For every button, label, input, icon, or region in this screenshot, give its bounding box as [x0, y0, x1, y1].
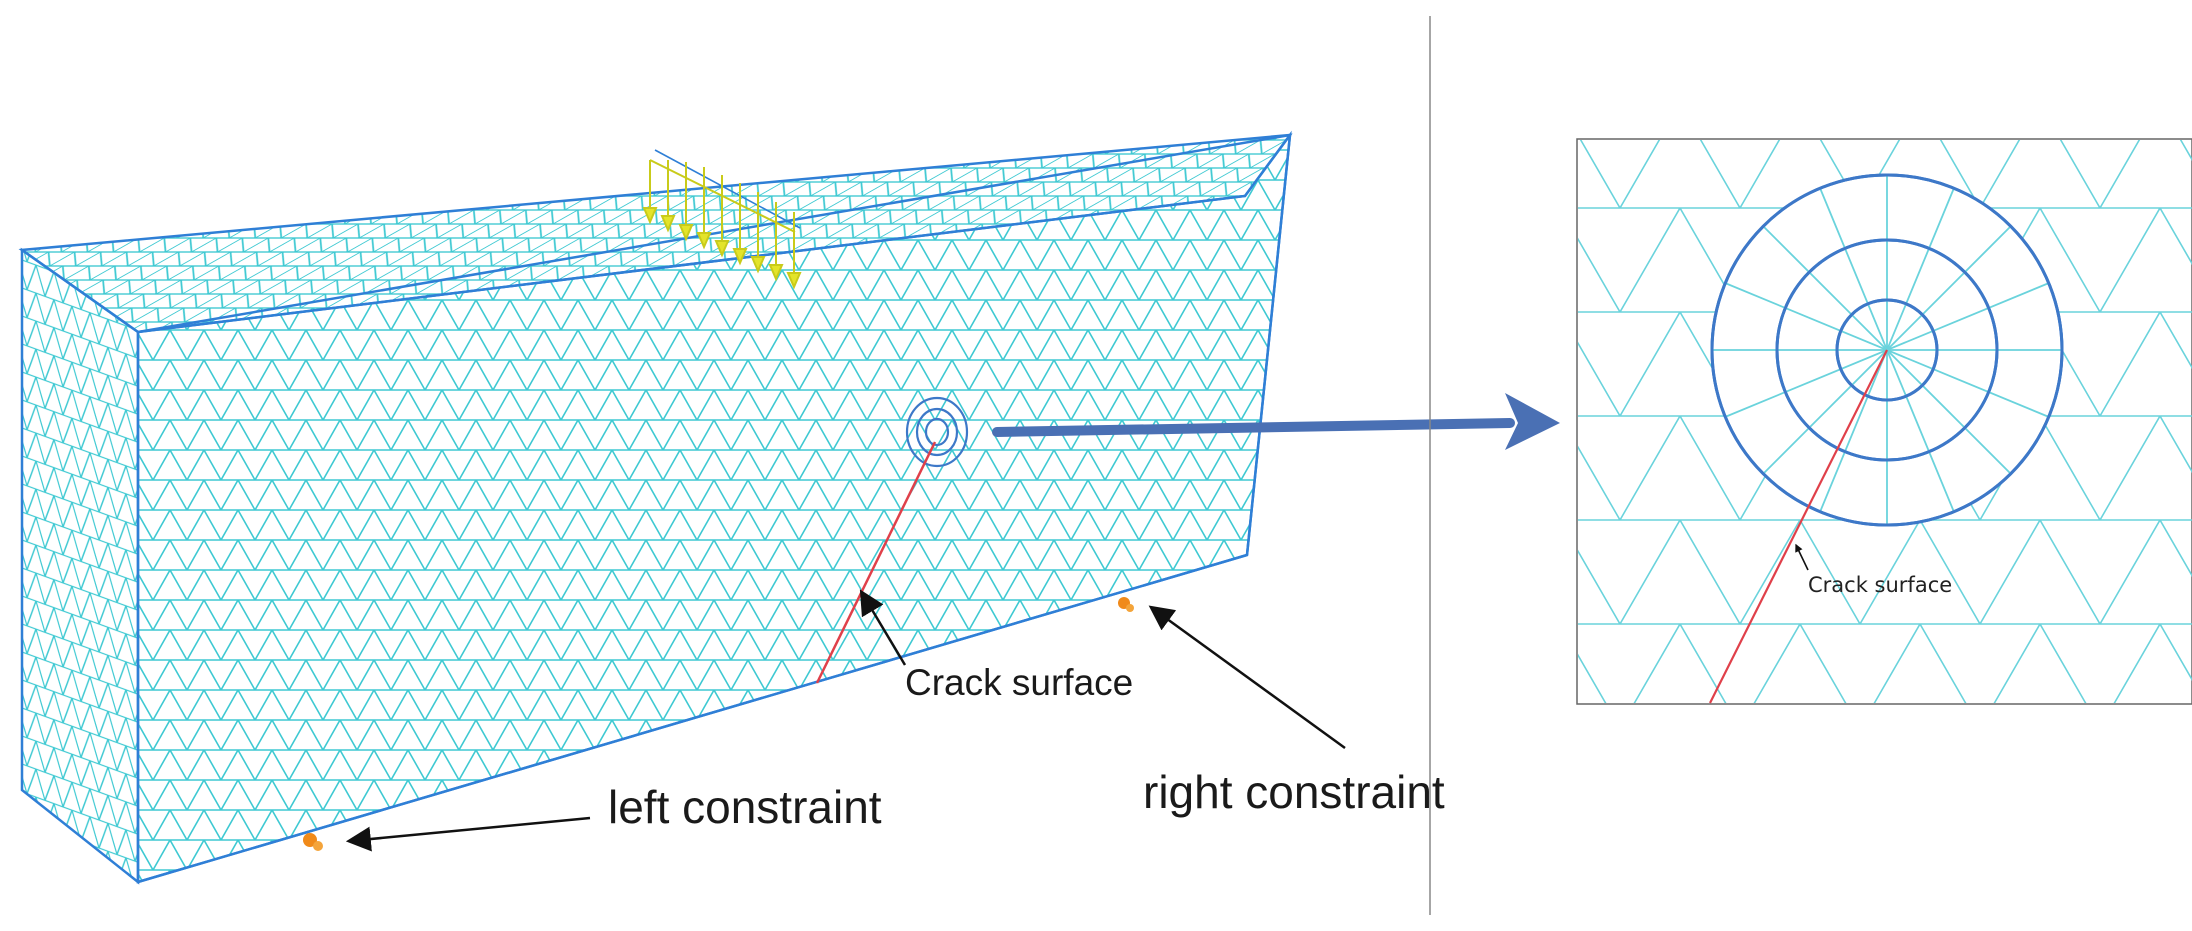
zoom-panel: Crack surface [1576, 138, 2192, 705]
mesh-block [18, 130, 1293, 885]
right-constraint-arrow [1148, 605, 1346, 750]
block-left-face [20, 247, 140, 885]
crack-line [815, 441, 937, 684]
left-constraint-arrow [345, 816, 591, 852]
crack-surface-arrow [859, 589, 907, 666]
left-constraint-marker [303, 833, 323, 851]
zoom-arrow [992, 393, 1560, 450]
zoom-crack-arrow [1795, 543, 1809, 571]
right-constraint-label: right constraint [1143, 766, 1445, 818]
zoom-crack-line [1709, 349, 1888, 704]
right-constraint-marker [1118, 597, 1134, 612]
crack-surface-label: Crack surface [905, 662, 1133, 703]
load-arrows [642, 159, 802, 290]
zoom-crack-label: Crack surface [1808, 573, 1952, 597]
left-constraint-label: left constraint [608, 781, 882, 833]
crack-tip-rings [905, 396, 969, 468]
